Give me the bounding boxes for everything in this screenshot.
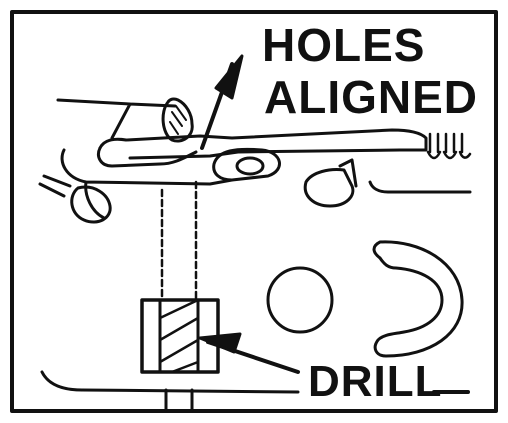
main-arm <box>98 128 428 160</box>
link-hole <box>235 156 265 176</box>
drill-bit-body <box>158 298 200 374</box>
lower-plate <box>60 148 234 220</box>
round-plug <box>266 266 334 334</box>
drill-bit-shank <box>164 388 194 412</box>
figure-border <box>10 10 498 413</box>
pivot-boss-shading <box>169 105 187 135</box>
pivot-boss <box>161 97 194 143</box>
drill-arrow-head <box>198 332 242 354</box>
arm-loop <box>97 146 198 168</box>
spring-coils <box>426 132 472 160</box>
cam-knob <box>303 168 355 208</box>
roller <box>70 185 112 224</box>
label-aligned: ALIGNED <box>264 71 478 123</box>
cam-knob-tip <box>338 158 358 188</box>
label-holes: HOLES <box>262 19 426 71</box>
upper-body-outline <box>56 98 177 140</box>
lower-body-outline <box>40 370 300 394</box>
base-line-right <box>368 180 472 194</box>
aligned-arrow-head <box>214 54 244 100</box>
left-stub <box>38 174 72 198</box>
drill-bit-flutes <box>158 298 200 374</box>
label-drill: DRILL <box>308 357 443 406</box>
link-end <box>212 147 281 182</box>
u-clip <box>372 240 464 358</box>
